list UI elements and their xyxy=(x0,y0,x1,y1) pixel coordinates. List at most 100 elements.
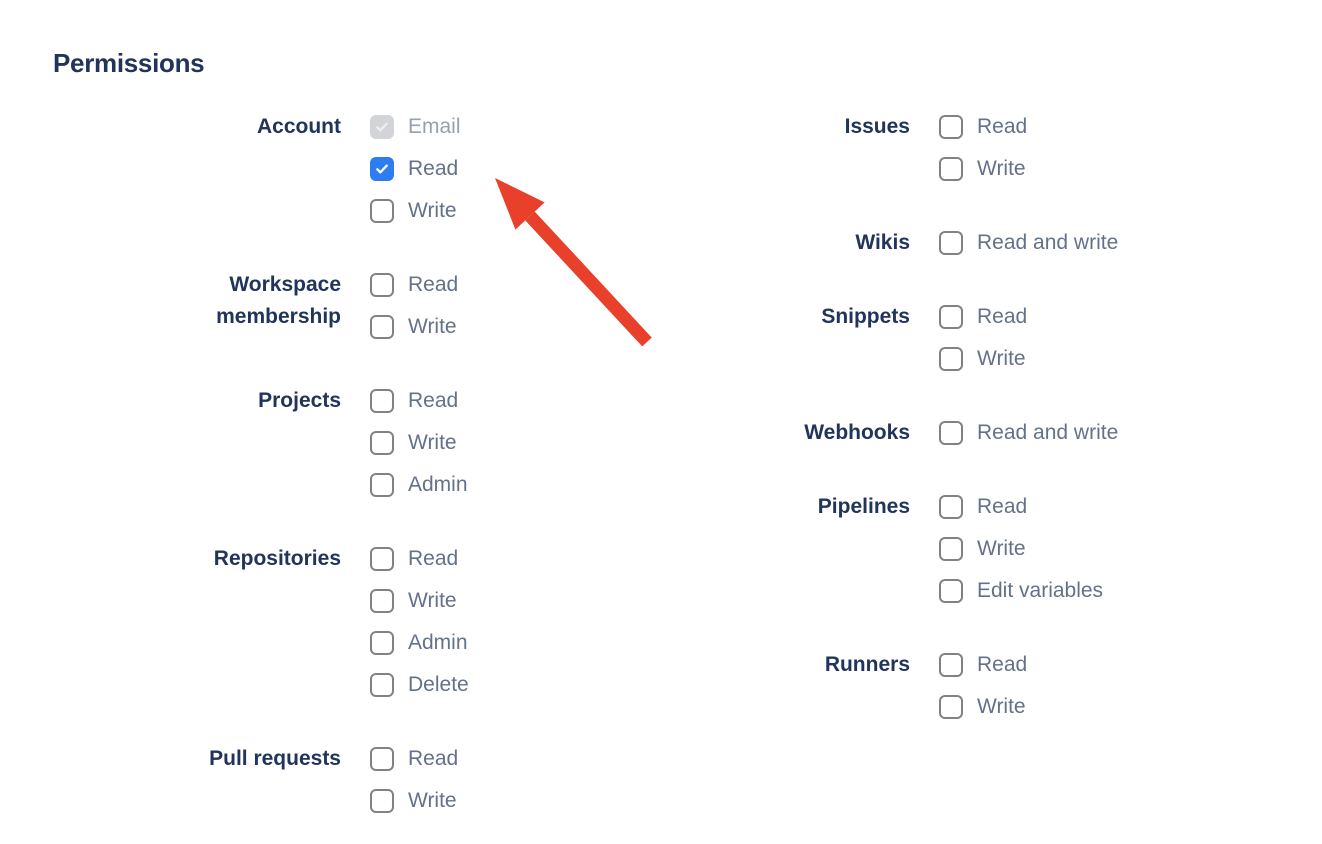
group-label-snippets: Snippets xyxy=(821,305,910,328)
pipelines-edit-variables-checkbox[interactable] xyxy=(939,579,963,603)
option-pipelines-write[interactable]: Write xyxy=(939,528,1103,570)
red-arrow-annotation xyxy=(495,178,652,347)
option-repositories-write[interactable]: Write xyxy=(370,580,469,622)
pull-requests-write-checkbox[interactable] xyxy=(370,789,394,813)
pull-requests-read-checkbox[interactable] xyxy=(370,747,394,771)
repositories-delete-checkbox[interactable] xyxy=(370,673,394,697)
projects-read-checkbox[interactable] xyxy=(370,389,394,413)
option-pipelines-edit-variables[interactable]: Edit variables xyxy=(939,570,1103,612)
snippets-read-checkbox[interactable] xyxy=(939,305,963,329)
options-wikis: Read and write xyxy=(939,222,1118,264)
projects-write-checkbox[interactable] xyxy=(370,431,394,455)
option-label-write: Write xyxy=(408,315,457,338)
option-label-read: Read xyxy=(408,389,459,412)
option-account-write[interactable]: Write xyxy=(370,190,461,232)
group-label-projects: Projects xyxy=(258,389,341,412)
repositories-admin-checkbox[interactable] xyxy=(370,631,394,655)
group-label-runners: Runners xyxy=(824,653,910,676)
option-wikis-read-and-write[interactable]: Read and write xyxy=(939,222,1118,264)
repositories-write-checkbox[interactable] xyxy=(370,589,394,613)
option-snippets-write[interactable]: Write xyxy=(939,338,1027,380)
issues-write-checkbox[interactable] xyxy=(939,157,963,181)
option-label-read-and-write: Read and write xyxy=(977,421,1119,444)
snippets-write-checkbox[interactable] xyxy=(939,347,963,371)
group-label-wikis: Wikis xyxy=(855,231,910,254)
option-label-email: Email xyxy=(408,115,461,138)
workspace-membership-read-checkbox[interactable] xyxy=(370,273,394,297)
option-pipelines-read[interactable]: Read xyxy=(939,486,1103,528)
group-label-pipelines: Pipelines xyxy=(817,495,910,518)
issues-read-checkbox[interactable] xyxy=(939,115,963,139)
option-pull-requests-write[interactable]: Write xyxy=(370,780,458,822)
option-projects-admin[interactable]: Admin xyxy=(370,464,468,506)
option-repositories-read[interactable]: Read xyxy=(370,538,469,580)
group-label-repositories: Repositories xyxy=(213,547,341,570)
group-label-account: Account xyxy=(257,115,341,138)
pipelines-read-checkbox[interactable] xyxy=(939,495,963,519)
repositories-read-checkbox[interactable] xyxy=(370,547,394,571)
option-label-read: Read xyxy=(977,653,1028,676)
option-label-admin: Admin xyxy=(408,631,468,654)
wikis-read-and-write-checkbox[interactable] xyxy=(939,231,963,255)
workspace-membership-write-checkbox[interactable] xyxy=(370,315,394,339)
option-label-admin: Admin xyxy=(408,473,468,496)
pipelines-write-checkbox[interactable] xyxy=(939,537,963,561)
option-snippets-read[interactable]: Read xyxy=(939,296,1027,338)
option-label-read: Read xyxy=(408,747,459,770)
option-pull-requests-read[interactable]: Read xyxy=(370,738,458,780)
option-repositories-delete[interactable]: Delete xyxy=(370,664,469,706)
option-projects-read[interactable]: Read xyxy=(370,380,468,422)
account-write-checkbox[interactable] xyxy=(370,199,394,223)
option-projects-write[interactable]: Write xyxy=(370,422,468,464)
option-workspace-membership-write[interactable]: Write xyxy=(370,306,458,348)
option-repositories-admin[interactable]: Admin xyxy=(370,622,469,664)
group-label-issues: Issues xyxy=(844,115,910,138)
option-label-write: Write xyxy=(408,589,457,612)
option-account-email: Email xyxy=(370,106,461,148)
option-issues-write[interactable]: Write xyxy=(939,148,1027,190)
projects-admin-checkbox[interactable] xyxy=(370,473,394,497)
option-label-read: Read xyxy=(408,547,459,570)
option-label-write: Write xyxy=(977,347,1026,370)
runners-write-checkbox[interactable] xyxy=(939,695,963,719)
options-webhooks: Read and write xyxy=(939,412,1118,454)
option-runners-read[interactable]: Read xyxy=(939,644,1027,686)
option-label-write: Write xyxy=(408,789,457,812)
option-label-write: Write xyxy=(408,199,457,222)
option-account-read[interactable]: Read xyxy=(370,148,461,190)
account-read-checkbox[interactable] xyxy=(370,157,394,181)
option-webhooks-read-and-write[interactable]: Read and write xyxy=(939,412,1118,454)
option-label-read: Read xyxy=(977,115,1028,138)
option-workspace-membership-read[interactable]: Read xyxy=(370,264,458,306)
option-issues-read[interactable]: Read xyxy=(939,106,1027,148)
runners-read-checkbox[interactable] xyxy=(939,653,963,677)
option-label-write: Write xyxy=(977,537,1026,560)
webhooks-read-and-write-checkbox[interactable] xyxy=(939,421,963,445)
account-email-checkbox xyxy=(370,115,394,139)
check-icon xyxy=(376,164,388,174)
option-label-read: Read xyxy=(408,157,459,180)
option-runners-write[interactable]: Write xyxy=(939,686,1027,728)
option-label-delete: Delete xyxy=(408,673,469,696)
permission-group-webhooks: Webhooks Read and write xyxy=(750,412,1118,454)
group-label-webhooks: Webhooks xyxy=(804,421,910,444)
